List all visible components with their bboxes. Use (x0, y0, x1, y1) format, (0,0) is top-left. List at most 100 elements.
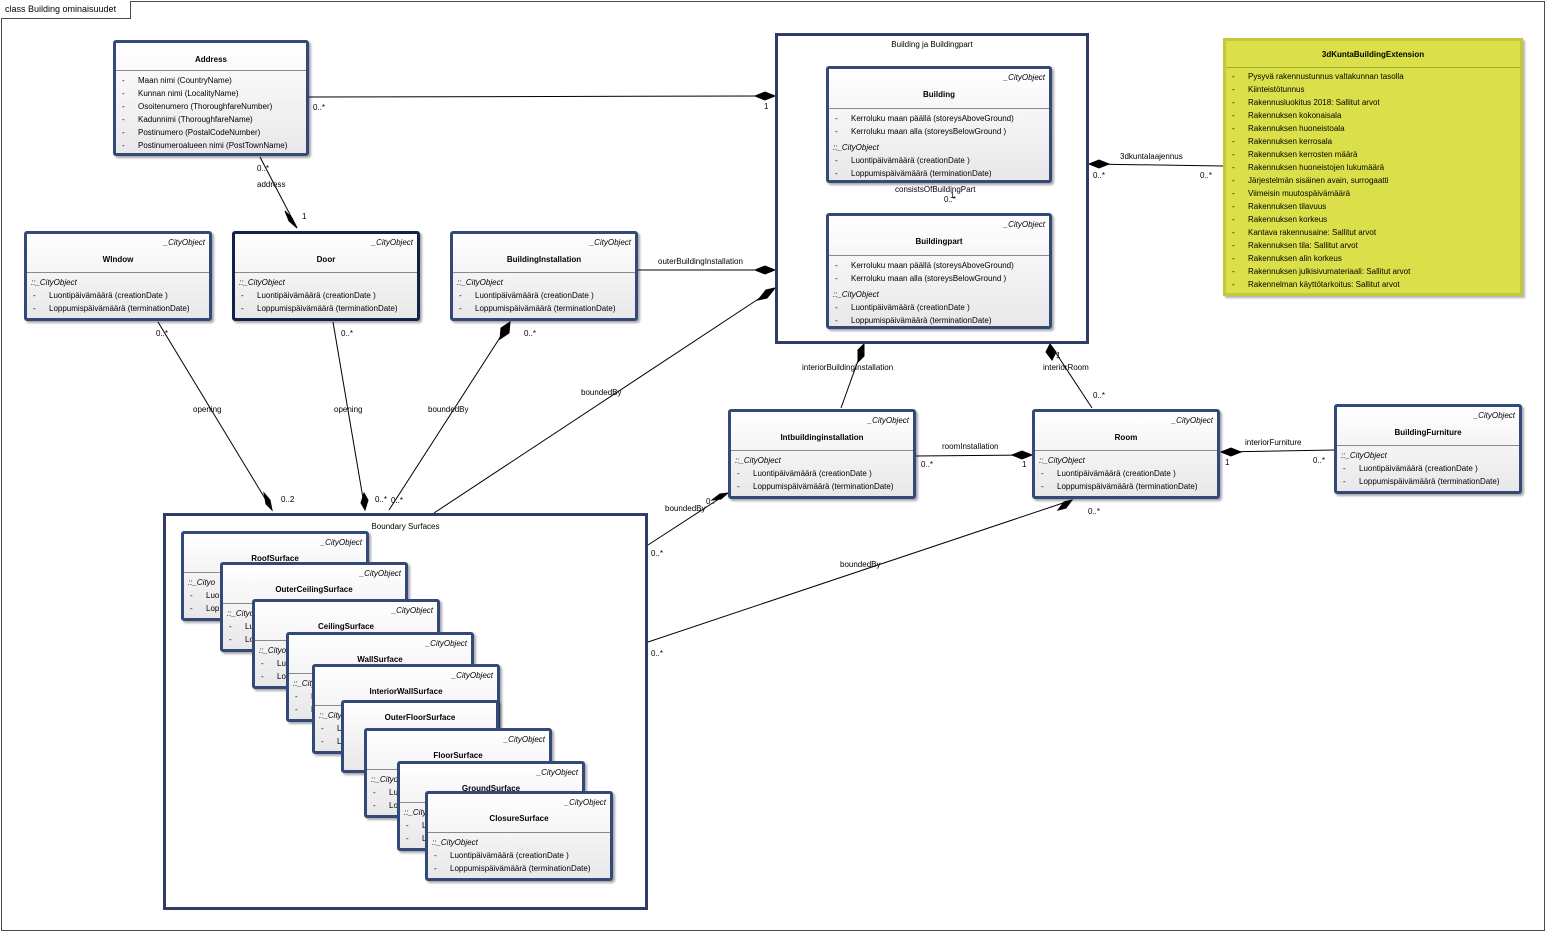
connector-label: 3dkuntalaajennus (1120, 152, 1183, 161)
connector-label: boundedBy (428, 405, 469, 414)
class-door[interactable]: _CityObject Door ::_CityObject -Luontipä… (232, 231, 420, 321)
conn-interior-room (1049, 343, 1093, 409)
diamond-building-bounded (756, 287, 777, 301)
multiplicity: 0..* (375, 495, 388, 504)
conn-intinst-bounded (647, 492, 729, 546)
class-buildinginstallation[interactable]: _CityObject BuildingInstallation ::_City… (450, 231, 638, 321)
stereotype: _CityObject (1003, 220, 1045, 229)
class-buildingpart[interactable]: _CityObject Buildingpart -Kerroluku maan… (826, 213, 1052, 329)
diamond-address-door (284, 210, 298, 229)
attribute-list: -Kerroluku maan päällä (storeysAboveGrou… (829, 108, 1049, 180)
class-address[interactable]: Address -Maan nimi (CountryName) -Kunnan… (113, 40, 309, 156)
diamond-room-installation (1010, 450, 1034, 460)
class-intbuildinginstallation[interactable]: _CityObject Intbuildinginstallation ::_C… (728, 409, 916, 499)
connector-label: address (257, 180, 286, 189)
connector-label: consistsOfBuildingPart (895, 185, 976, 194)
connector-label: opening (334, 405, 363, 414)
diamond-installation-bounded (499, 321, 511, 340)
class-name: Buildingpart (915, 237, 963, 246)
connector-label: interiorFurniture (1245, 438, 1302, 447)
multiplicity: 0..* (391, 496, 404, 505)
diagram-title: class Building ominaisuudet (1, 1, 132, 19)
class-name: BuildingInstallation (506, 255, 582, 264)
class-room[interactable]: _CityObject Room ::_CityObject -Luontipä… (1032, 409, 1220, 499)
multiplicity: 0..2 (281, 495, 295, 504)
diamond-room-bounded (1056, 499, 1074, 511)
class-closuresurface[interactable]: _CityObject ClosureSurface ::_CityObject… (425, 791, 613, 881)
attribute: -Kadunnimi (ThoroughfareName) (122, 115, 253, 124)
multiplicity: 0..* (651, 649, 664, 658)
multiplicity: 0..* (651, 549, 664, 558)
package-title: Boundary Surfaces (371, 522, 440, 531)
multiplicity: 0..* (1088, 507, 1101, 516)
class-building[interactable]: _CityObject Building -Kerroluku maan pää… (826, 66, 1052, 183)
diamond-extension (1087, 159, 1111, 169)
attribute-list: -Kerroluku maan päällä (storeysAboveGrou… (829, 255, 1049, 326)
conn-address-building (307, 95, 776, 98)
class-3dkunta-extension[interactable]: 3dKuntaBuildingExtension -Pysyvä rakennu… (1223, 38, 1523, 296)
diamond-interior-furniture (1219, 447, 1243, 457)
stereotype: _CityObject (371, 238, 413, 247)
connector-label: opening (193, 405, 222, 414)
connector-label: interiorRoom (1043, 363, 1089, 372)
stereotype: _CityObject (163, 238, 205, 247)
stereotype: _CityObject (589, 238, 631, 247)
attribute-list: ::_CityObject -Luontipäivämäärä (creatio… (1035, 450, 1217, 493)
attribute-list: ::_CityObject -Luontipäivämäärä (creatio… (453, 272, 635, 315)
attribute-list: ::_CityObject -Luontipäivämäärä (creatio… (235, 272, 417, 315)
stereotype: _CityObject (1003, 73, 1045, 82)
conn-window-opening (157, 321, 273, 511)
conn-extension (1088, 163, 1224, 167)
class-name: WIndow (102, 255, 134, 264)
multiplicity: 1 (302, 212, 307, 221)
conn-door-opening (332, 321, 366, 511)
attribute-list: ::_CityObject -Luontipäivämäärä (creatio… (1337, 445, 1519, 488)
multiplicity: 0..* (313, 103, 326, 112)
multiplicity: 0..* (706, 497, 719, 506)
multiplicity: 1 (950, 191, 955, 200)
multiplicity: 0..* (1313, 456, 1326, 465)
attribute-list: -Pysyvä rakennustunnus valtakunnan tasol… (1226, 67, 1520, 291)
class-window[interactable]: _CityObject WIndow ::_CityObject -Luonti… (24, 231, 212, 321)
multiplicity: 1 (1225, 458, 1230, 467)
diamond-address-building (753, 91, 777, 101)
conn-room-bounded (647, 499, 1073, 643)
class-name: Room (1114, 433, 1138, 442)
class-name: Door (316, 255, 336, 264)
multiplicity: 0..* (257, 164, 270, 173)
attribute: -Postinumero (PostalCodeNumber) (122, 128, 261, 137)
connector-label: outerBuildingInstallation (658, 257, 743, 266)
multiplicity: 0..* (944, 195, 957, 204)
connector-label: boundedBy (840, 560, 881, 569)
multiplicity: 0..* (1200, 171, 1213, 180)
attribute: -Postinumeroalueen nimi (PostTownName) (122, 141, 288, 150)
class-buildingfurniture[interactable]: _CityObject BuildingFurniture ::_CityObj… (1334, 404, 1522, 494)
stereotype: _CityObject (1473, 411, 1515, 420)
multiplicity: 1 (764, 102, 769, 111)
class-name: Intbuildinginstallation (780, 433, 864, 442)
multiplicity: 0..* (921, 460, 934, 469)
diamond-window-opening (263, 491, 273, 512)
multiplicity: 0..* (156, 329, 169, 338)
multiplicity: 0..* (1093, 391, 1106, 400)
connector-label: boundedBy (581, 388, 622, 397)
class-name: BuildingFurniture (1394, 428, 1462, 437)
attribute-list: ::_CityObject -Luontipäivämäärä (creatio… (27, 272, 209, 315)
class-name: Address (194, 55, 227, 64)
diamond-interior-room (1045, 343, 1057, 361)
conn-installation-bounded (388, 321, 511, 511)
diamond-outer-installation (753, 265, 777, 275)
multiplicity: 0..* (524, 329, 537, 338)
conn-building-bounded (433, 287, 776, 514)
attribute: -Maan nimi (CountryName) (122, 76, 232, 85)
connector-label: interiorBuildingInstallation (802, 363, 894, 372)
attribute-list: -Maan nimi (CountryName) -Kunnan nimi (L… (116, 70, 306, 152)
multiplicity: 1 (1056, 351, 1061, 360)
diamond-door-opening (360, 491, 369, 512)
package-title: Building ja Buildingpart (891, 40, 973, 49)
attribute: -Kunnan nimi (LocalityName) (122, 89, 239, 98)
class-name: 3dKuntaBuildingExtension (1321, 50, 1425, 59)
multiplicity: 0..* (341, 329, 354, 338)
